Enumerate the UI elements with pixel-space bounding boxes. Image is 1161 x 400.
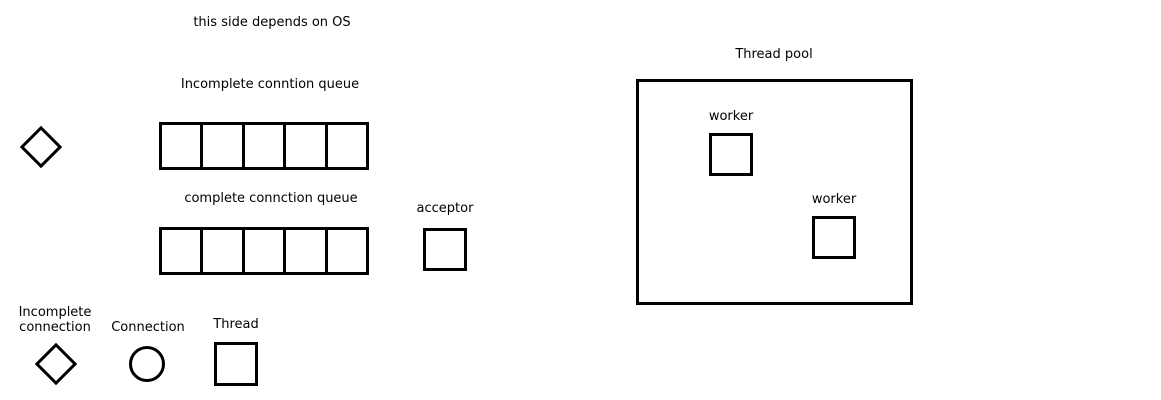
- incomplete-connection-queue: [159, 122, 369, 170]
- queue-cell: [200, 227, 245, 275]
- legend-thread-label: Thread: [213, 317, 259, 332]
- worker-thread-box: [812, 216, 856, 259]
- acceptor-thread-box: [423, 228, 467, 271]
- worker-label: worker: [708, 109, 754, 124]
- queue-cell: [200, 122, 245, 170]
- worker-thread-box: [709, 133, 753, 176]
- incomplete-queue-label: Incomplete conntion queue: [180, 77, 360, 92]
- legend-connection-label: Connection: [111, 320, 185, 335]
- queue-cell: [241, 227, 287, 275]
- worker-label: worker: [811, 192, 857, 207]
- queue-cell: [283, 122, 328, 170]
- legend-incomplete-label-line2: connection: [19, 320, 91, 335]
- legend-incomplete-label-line1: Incomplete: [18, 305, 92, 320]
- queue-cell: [283, 227, 328, 275]
- queue-cell: [159, 227, 204, 275]
- incoming-incomplete-connection-shape: [19, 125, 63, 169]
- thread-pool-box: [636, 79, 913, 305]
- queue-cell: [324, 122, 369, 170]
- acceptor-label: acceptor: [416, 201, 474, 216]
- thread-pool-title: Thread pool: [735, 47, 813, 62]
- legend-connection-shape: [129, 346, 165, 382]
- legend-incomplete-connection-shape: [34, 342, 78, 386]
- legend-thread-shape: [214, 342, 258, 386]
- queue-cell: [241, 122, 287, 170]
- complete-queue-label: complete connction queue: [184, 191, 358, 206]
- os-note-label: this side depends on OS: [193, 15, 351, 30]
- queue-cell: [159, 122, 204, 170]
- complete-connection-queue: [159, 227, 369, 275]
- queue-cell: [324, 227, 369, 275]
